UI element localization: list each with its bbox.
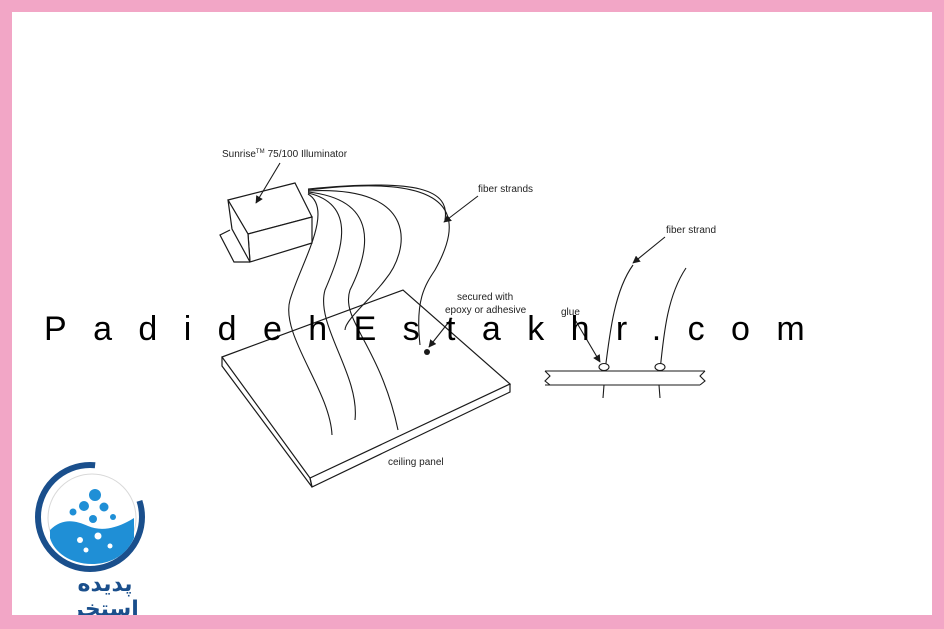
ceiling-panel: [221, 289, 512, 488]
logo-text: پدیده استخر: [71, 572, 139, 615]
secured-label-line1: secured with: [457, 292, 513, 303]
arrow-illuminator: [255, 162, 281, 204]
arrow-fiber-strand: [632, 236, 666, 264]
fiber-strands: [288, 184, 450, 436]
adhesive-dot: [424, 349, 430, 355]
arrow-adhesive: [428, 317, 453, 348]
glue-dot: [654, 362, 666, 372]
ceiling-panel-label: ceiling panel: [388, 457, 444, 468]
fiber-strand-label: fiber strand: [666, 225, 716, 236]
watermark-text: PadidehEstakhr.com: [44, 310, 832, 348]
arrow-glue: [573, 317, 601, 363]
detail-strip: [544, 264, 706, 399]
arrow-fiber-strands: [443, 195, 479, 223]
fiber-strands-label: fiber strands: [478, 184, 533, 195]
arrows: [255, 162, 666, 363]
illuminator-box: [219, 182, 313, 263]
secured-label-line2: epoxy or adhesive: [445, 305, 527, 316]
glue-label: glue: [561, 307, 580, 318]
logo-emblem: [35, 462, 145, 572]
glue-dot: [598, 362, 610, 372]
